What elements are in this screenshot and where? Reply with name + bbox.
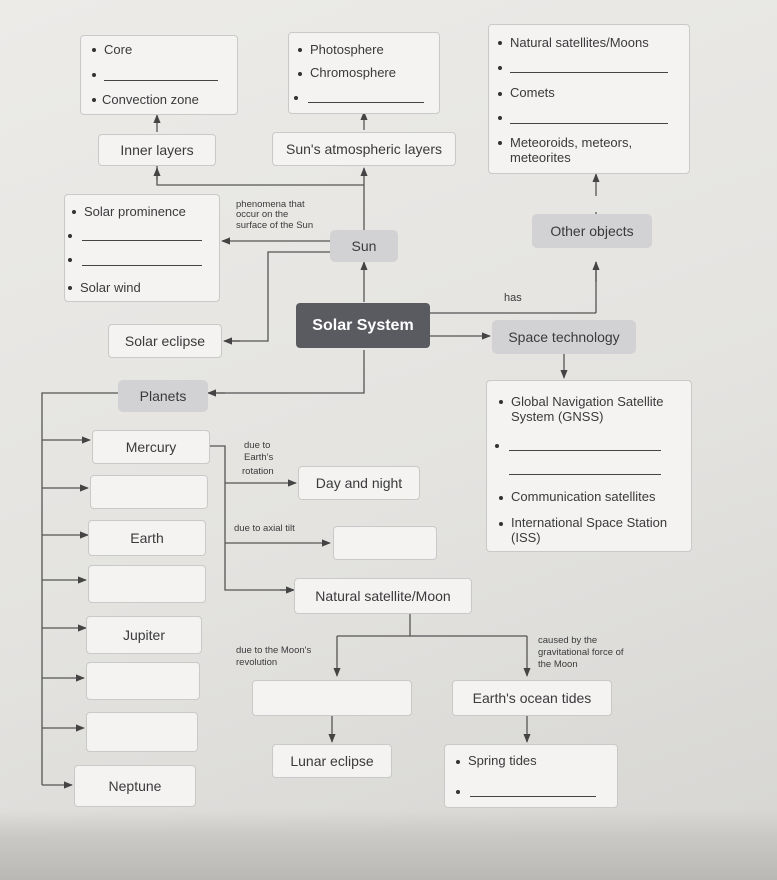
atmos-layer-blank[interactable]	[308, 102, 424, 103]
phenomena-annotation-line-3: surface of the Sun	[236, 220, 314, 231]
space-tech-item-gnss-2: System (GNSS)	[511, 409, 604, 424]
other-item-comets: Comets	[510, 85, 555, 100]
bullet-icon	[499, 496, 503, 500]
tide-type-blank[interactable]	[470, 796, 596, 797]
gravity-annotation-line-3: the Moon	[538, 659, 578, 670]
natural-satellite-moon-box: Natural satellite/Moon	[294, 578, 472, 614]
space-tech-blank-2[interactable]	[509, 474, 661, 475]
rotation-annotation-line-3: rotation	[242, 466, 274, 477]
bullet-icon	[498, 116, 502, 120]
bullet-icon	[498, 41, 502, 45]
atmos-item-photosphere: Photosphere	[310, 42, 384, 57]
has-label: has	[504, 292, 522, 304]
planet-blank-box-4[interactable]	[86, 712, 198, 752]
inner-layer-item-core: Core	[104, 42, 133, 57]
other-objects-blank-2[interactable]	[510, 123, 668, 124]
lunar-eclipse-box: Lunar eclipse	[272, 744, 392, 778]
space-tech-blank-1[interactable]	[509, 450, 661, 451]
moon-revolution-blank-box[interactable]	[252, 680, 412, 716]
sun-phenomena-list-box	[64, 194, 220, 302]
inner-layers-list-box	[80, 35, 238, 115]
other-objects-box: Other objects	[532, 214, 652, 248]
rotation-annotation-line-1: due to	[244, 440, 271, 451]
tide-types-list-box	[444, 744, 618, 808]
solar-eclipse-box: Solar eclipse	[108, 324, 222, 358]
inner-layer-item-convection: Convection zone	[102, 92, 199, 107]
bullet-icon	[68, 258, 72, 262]
bullet-icon	[298, 48, 302, 52]
space-technology-box: Space technology	[492, 320, 636, 354]
revolution-annotation-line-2: revolution	[236, 657, 278, 668]
planet-blank-box-1[interactable]	[90, 475, 208, 509]
bullet-icon	[298, 72, 302, 76]
bullet-icon	[498, 141, 502, 145]
gravity-annotation-line-2: gravitational force of	[538, 647, 624, 658]
bullet-icon	[92, 48, 96, 52]
bullet-icon	[456, 760, 460, 764]
atmospheric-layers-list-box	[288, 32, 440, 114]
bullet-icon	[92, 73, 96, 77]
axial-tilt-blank-box[interactable]	[333, 526, 437, 560]
other-item-natural-satellites: Natural satellites/Moons	[510, 35, 649, 50]
phenomena-annotation-line-1: phenomena that	[236, 199, 305, 210]
planet-earth-box: Earth	[88, 520, 206, 556]
bullet-icon	[495, 444, 499, 448]
atmos-item-chromosphere: Chromosphere	[310, 65, 396, 80]
planet-blank-box-2[interactable]	[88, 565, 206, 603]
space-tech-item-communication: Communication satellites	[511, 489, 656, 504]
atmospheric-layers-box: Sun's atmospheric layers	[272, 132, 456, 166]
inner-layer-blank[interactable]	[104, 80, 218, 81]
planet-mercury-box: Mercury	[92, 430, 210, 464]
phenomena-blank-2[interactable]	[82, 265, 202, 266]
rotation-annotation-line-2: Earth's	[244, 452, 274, 463]
bullet-icon	[92, 98, 96, 102]
bullet-icon	[499, 400, 503, 404]
sun-box: Sun	[330, 230, 398, 262]
planet-blank-box-3[interactable]	[86, 662, 200, 700]
axial-tilt-annotation: due to axial tilt	[234, 523, 295, 534]
planet-jupiter-box: Jupiter	[86, 616, 202, 654]
bullet-icon	[68, 234, 72, 238]
space-technology-list-box	[486, 380, 692, 552]
phenomena-item-solar-wind: Solar wind	[80, 280, 141, 295]
bullet-icon	[498, 66, 502, 70]
planets-box: Planets	[118, 380, 208, 412]
other-objects-list-box	[488, 24, 690, 174]
other-item-meteoroids: Meteoroids, meteors,	[510, 135, 633, 150]
other-objects-blank-1[interactable]	[510, 72, 668, 73]
bullet-icon	[72, 210, 76, 214]
other-item-meteorites: meteorites	[510, 150, 571, 165]
phenomena-item-solar-prominence: Solar prominence	[84, 204, 186, 219]
solar-system-box: Solar System	[296, 303, 430, 348]
bullet-icon	[499, 522, 503, 526]
space-tech-item-iss-2: (ISS)	[511, 530, 541, 545]
tide-item-spring-tides: Spring tides	[468, 753, 537, 768]
day-and-night-box: Day and night	[298, 466, 420, 500]
phenomena-blank-1[interactable]	[82, 240, 202, 241]
gravity-annotation-line-1: caused by the	[538, 635, 598, 646]
inner-layers-box: Inner layers	[98, 134, 216, 166]
revolution-annotation-line-1: due to the Moon's	[236, 645, 312, 656]
space-tech-item-gnss-1: Global Navigation Satellite	[511, 394, 664, 409]
phenomena-annotation-line-2: occur on the	[236, 209, 289, 220]
bullet-icon	[456, 790, 460, 794]
bullet-icon	[294, 96, 298, 100]
page-bottom-shadow	[0, 810, 777, 880]
bullet-icon	[498, 92, 502, 96]
earths-ocean-tides-box: Earth's ocean tides	[452, 680, 612, 716]
bullet-icon	[68, 286, 72, 290]
planet-neptune-box: Neptune	[74, 765, 196, 807]
space-tech-item-iss-1: International Space Station	[511, 515, 668, 530]
